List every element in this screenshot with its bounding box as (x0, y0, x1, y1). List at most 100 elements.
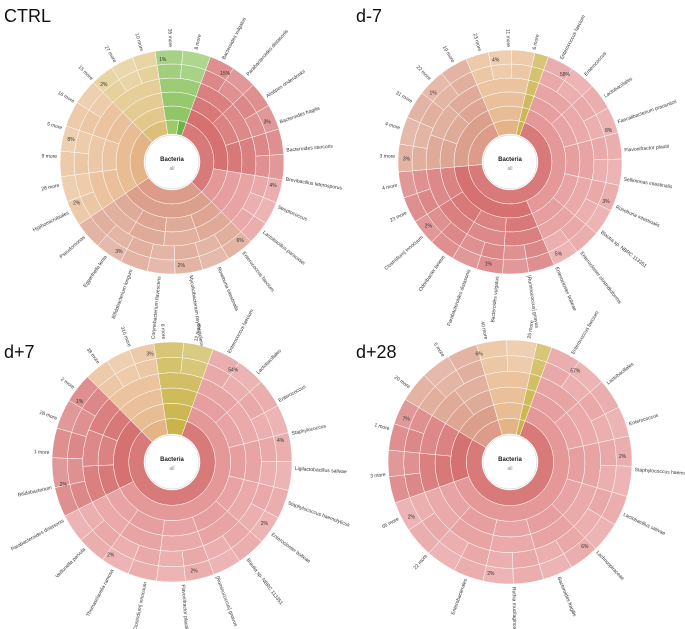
sunburst-segment[interactable] (605, 158, 623, 186)
sunburst-segment[interactable] (156, 565, 186, 583)
center-hole[interactable] (482, 434, 538, 490)
sunburst-segment[interactable] (506, 339, 538, 359)
taxon-label: Bifidobacterium (17, 485, 52, 498)
sunburst-segment[interactable] (566, 445, 586, 484)
center-label: Bacteria (498, 457, 522, 463)
percent-label: 2% (619, 454, 627, 460)
percent-label: 2% (100, 82, 108, 88)
sunburst-segment[interactable] (156, 63, 182, 80)
center-hole[interactable] (144, 434, 200, 490)
center-hole[interactable] (482, 134, 538, 190)
taxon-label: Brevibacillus laterosporus (285, 177, 343, 192)
sunburst-segment[interactable] (490, 63, 512, 80)
sunburst-segment[interactable] (577, 139, 595, 180)
sunburst-segment[interactable] (511, 49, 536, 67)
sunburst-segment[interactable] (225, 141, 243, 174)
percent-label: 6% (581, 544, 589, 550)
taxon-label: Enterocloster clostridioformis (578, 251, 622, 306)
sunburst-segment[interactable] (243, 439, 262, 484)
sunburst-segment[interactable] (484, 371, 531, 391)
more-label: 19 more (441, 45, 456, 64)
sunburst-segment[interactable] (489, 533, 536, 553)
percent-label: 2% (190, 569, 198, 575)
sunburst-segment[interactable] (493, 402, 524, 421)
sunburst-segment[interactable] (387, 449, 405, 478)
taxon-label: Enterocloster bolteae (270, 532, 312, 565)
sunburst-segment[interactable] (273, 461, 293, 491)
sunburst-segment[interactable] (411, 145, 428, 172)
taxon-label: Bacteroides vulgatus (221, 16, 248, 60)
taxon-label: Parabacteroides distasonis (10, 518, 66, 553)
more-label: 15 more (77, 64, 94, 81)
sunburst-segment[interactable] (489, 386, 527, 406)
sunburst-segment[interactable] (59, 150, 76, 177)
percent-label: 6% (237, 238, 245, 244)
more-label: 3 more (370, 472, 386, 480)
percent-label: 1% (159, 57, 167, 63)
center-hole[interactable] (144, 134, 200, 190)
more-label: 1 more (34, 449, 50, 456)
more-label: 310 more (119, 326, 132, 348)
more-label: 6 more (532, 34, 541, 51)
percent-label: 2% (487, 571, 495, 577)
sunburst-segment[interactable] (268, 154, 285, 181)
sunburst-segment[interactable] (155, 357, 183, 374)
sunburst-segment[interactable] (73, 152, 90, 176)
sunburst-segment[interactable] (613, 435, 633, 467)
sunburst-segment[interactable] (254, 154, 271, 179)
more-label: 6 more (159, 324, 166, 340)
sunburst-segment[interactable] (258, 436, 277, 462)
more-label: 8 more (194, 34, 203, 51)
percent-label: 1% (429, 91, 437, 97)
sunburst-segment[interactable] (563, 143, 581, 178)
percent-label: 8% (67, 137, 75, 143)
taxon-label: Lactobacillus paracasei (261, 230, 306, 267)
sunburst-segment[interactable] (181, 50, 211, 71)
percent-label: 3% (403, 156, 411, 162)
sunburst-segment[interactable] (403, 451, 421, 476)
sunburst-segment[interactable] (163, 105, 192, 123)
percent-label: 1% (76, 399, 84, 405)
sunburst-segment[interactable] (502, 258, 530, 275)
sunburst-segment[interactable] (162, 403, 193, 422)
percent-label: 2% (73, 201, 81, 207)
sunburst-segment[interactable] (182, 342, 214, 364)
percent-label: 3% (115, 249, 123, 255)
taxon-label: Parabacteroides distasonis (245, 28, 290, 77)
more-label: 4 more (384, 121, 401, 131)
more-label: 3 more (379, 153, 395, 160)
sunburst-segment[interactable] (503, 244, 527, 261)
more-label: 28 more (41, 183, 60, 193)
taxon-label: Hyphomicrobiales (32, 210, 71, 233)
sunburst-segment[interactable] (153, 341, 185, 359)
sunburst-segment[interactable] (510, 63, 533, 81)
center-label: Bacteria (498, 157, 522, 163)
sunburst-segment[interactable] (258, 461, 277, 488)
sunburst-segment[interactable] (67, 457, 86, 485)
taxon-label: Sellimonas intestinalis (623, 177, 673, 191)
more-label: 1 more (374, 422, 391, 432)
percent-label: 2% (408, 514, 416, 520)
sunburst-segment[interactable] (493, 518, 531, 538)
center-sublabel: all (169, 466, 174, 472)
sunburst-segment[interactable] (506, 355, 534, 374)
taxon-label: Staphylococcus (291, 423, 327, 437)
percent-label: 3% (146, 351, 154, 357)
taxon-label: Lactobacillus salivae (622, 512, 666, 537)
taxon-label: Enterococcus faecium (227, 308, 256, 354)
percent-label: 2% (107, 552, 115, 558)
sunburst-segment[interactable] (228, 443, 247, 480)
sunburst-segment[interactable] (146, 257, 176, 275)
sunburst-segment[interactable] (581, 442, 601, 488)
sunburst-segment[interactable] (158, 550, 185, 567)
sunburst-segment[interactable] (149, 243, 175, 261)
taxon-label: Bacteroides vulgatus (490, 276, 501, 323)
more-label: 20 more (393, 375, 412, 391)
sunburst-segment[interactable] (531, 52, 549, 71)
sunburst-segment[interactable] (533, 342, 553, 363)
sunburst-segment[interactable] (486, 550, 514, 569)
sunburst-segment[interactable] (598, 438, 617, 467)
sunburst-segment[interactable] (591, 159, 609, 183)
taxon-label: Alistipes onderdonkii (265, 69, 306, 100)
